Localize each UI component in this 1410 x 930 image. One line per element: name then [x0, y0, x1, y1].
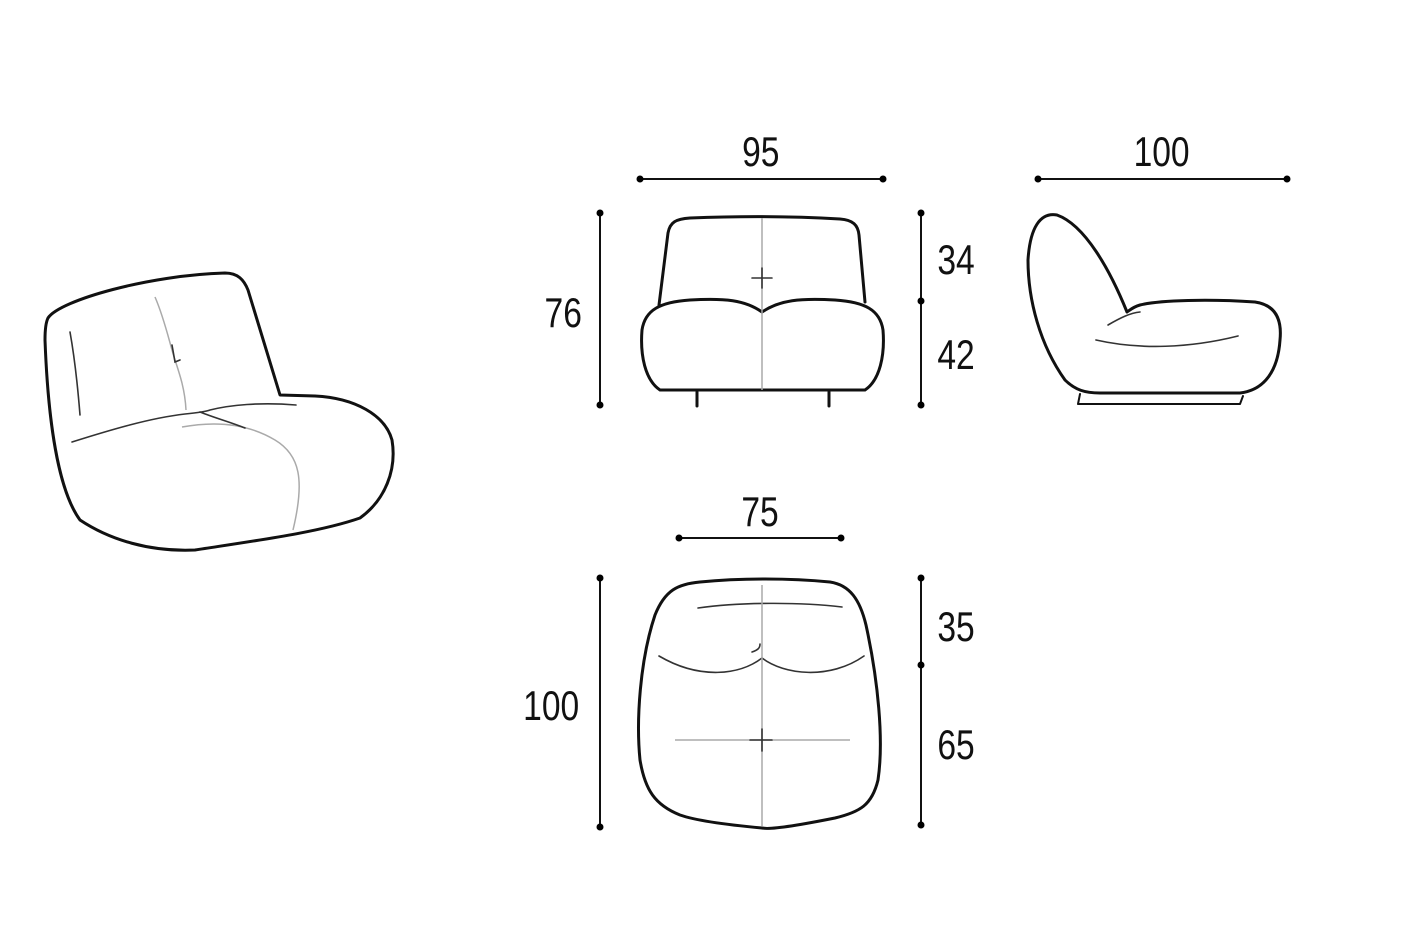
front-width-dimension: 95 [636, 130, 887, 183]
side-depth-label: 100 [1134, 130, 1190, 176]
top-depth-dimension: 100 [523, 574, 604, 831]
front-split-dimension: 34 42 [917, 209, 975, 409]
perspective-chair-drawing [43, 271, 395, 552]
seat-depth-label: 65 [937, 723, 974, 769]
back-depth-label: 35 [937, 605, 974, 651]
side-view-drawing [1026, 213, 1282, 405]
front-view-drawing [640, 215, 885, 408]
front-height-label: 76 [545, 291, 582, 337]
front-height-dimension: 76 [545, 209, 604, 409]
front-width-label: 95 [742, 130, 779, 176]
top-split-dimension: 35 65 [917, 574, 975, 829]
top-depth-label: 100 [523, 684, 579, 730]
top-width-dimension: 75 [675, 490, 845, 542]
side-depth-dimension: 100 [1034, 130, 1291, 183]
seat-height-label: 42 [937, 333, 974, 379]
top-width-label: 75 [741, 490, 778, 536]
top-view-drawing [637, 577, 882, 830]
back-height-label: 34 [937, 238, 974, 284]
